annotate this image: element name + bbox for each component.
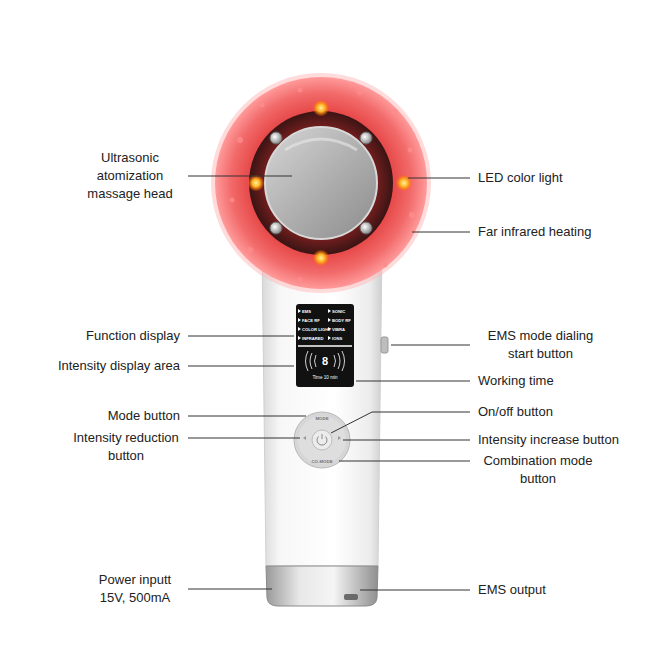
display-text: IONS: [332, 334, 342, 343]
display-text: SONIC: [332, 307, 345, 316]
button-text: MODE: [302, 416, 342, 422]
part-label: Working time: [478, 372, 648, 390]
part-label: Function display: [10, 327, 180, 345]
part-label: EMS output: [478, 581, 648, 599]
leader-lines: [188, 176, 470, 590]
display-digit: 8: [305, 355, 345, 367]
part-label: Power inputt 15V, 500mA: [90, 571, 180, 607]
part-label: Intensity reduction button: [72, 429, 180, 465]
part-label: LED color light: [478, 169, 648, 187]
part-label: On/off button: [478, 403, 648, 421]
display-text: INFRARED: [302, 334, 324, 343]
display-text: Time 10 min: [296, 375, 354, 381]
part-label: Ultrasonic atomization massage head: [80, 149, 180, 203]
display-text: EMS: [302, 307, 311, 316]
part-label: Intensity increase button: [478, 431, 648, 449]
part-label: Far infrared heating: [478, 223, 648, 241]
display-text: FACE RF: [302, 316, 320, 325]
part-label: Mode button: [10, 407, 180, 425]
display-text: VIBRA: [332, 325, 345, 334]
part-label: Combination mode button: [478, 452, 598, 488]
part-label: EMS mode dialing start button: [478, 327, 603, 363]
part-label: Intensity display area: [10, 357, 180, 375]
display-text: BODY RF: [332, 316, 351, 325]
button-text: CO-MODE: [302, 459, 342, 465]
display-text: COLOR LIGHT: [302, 325, 331, 334]
